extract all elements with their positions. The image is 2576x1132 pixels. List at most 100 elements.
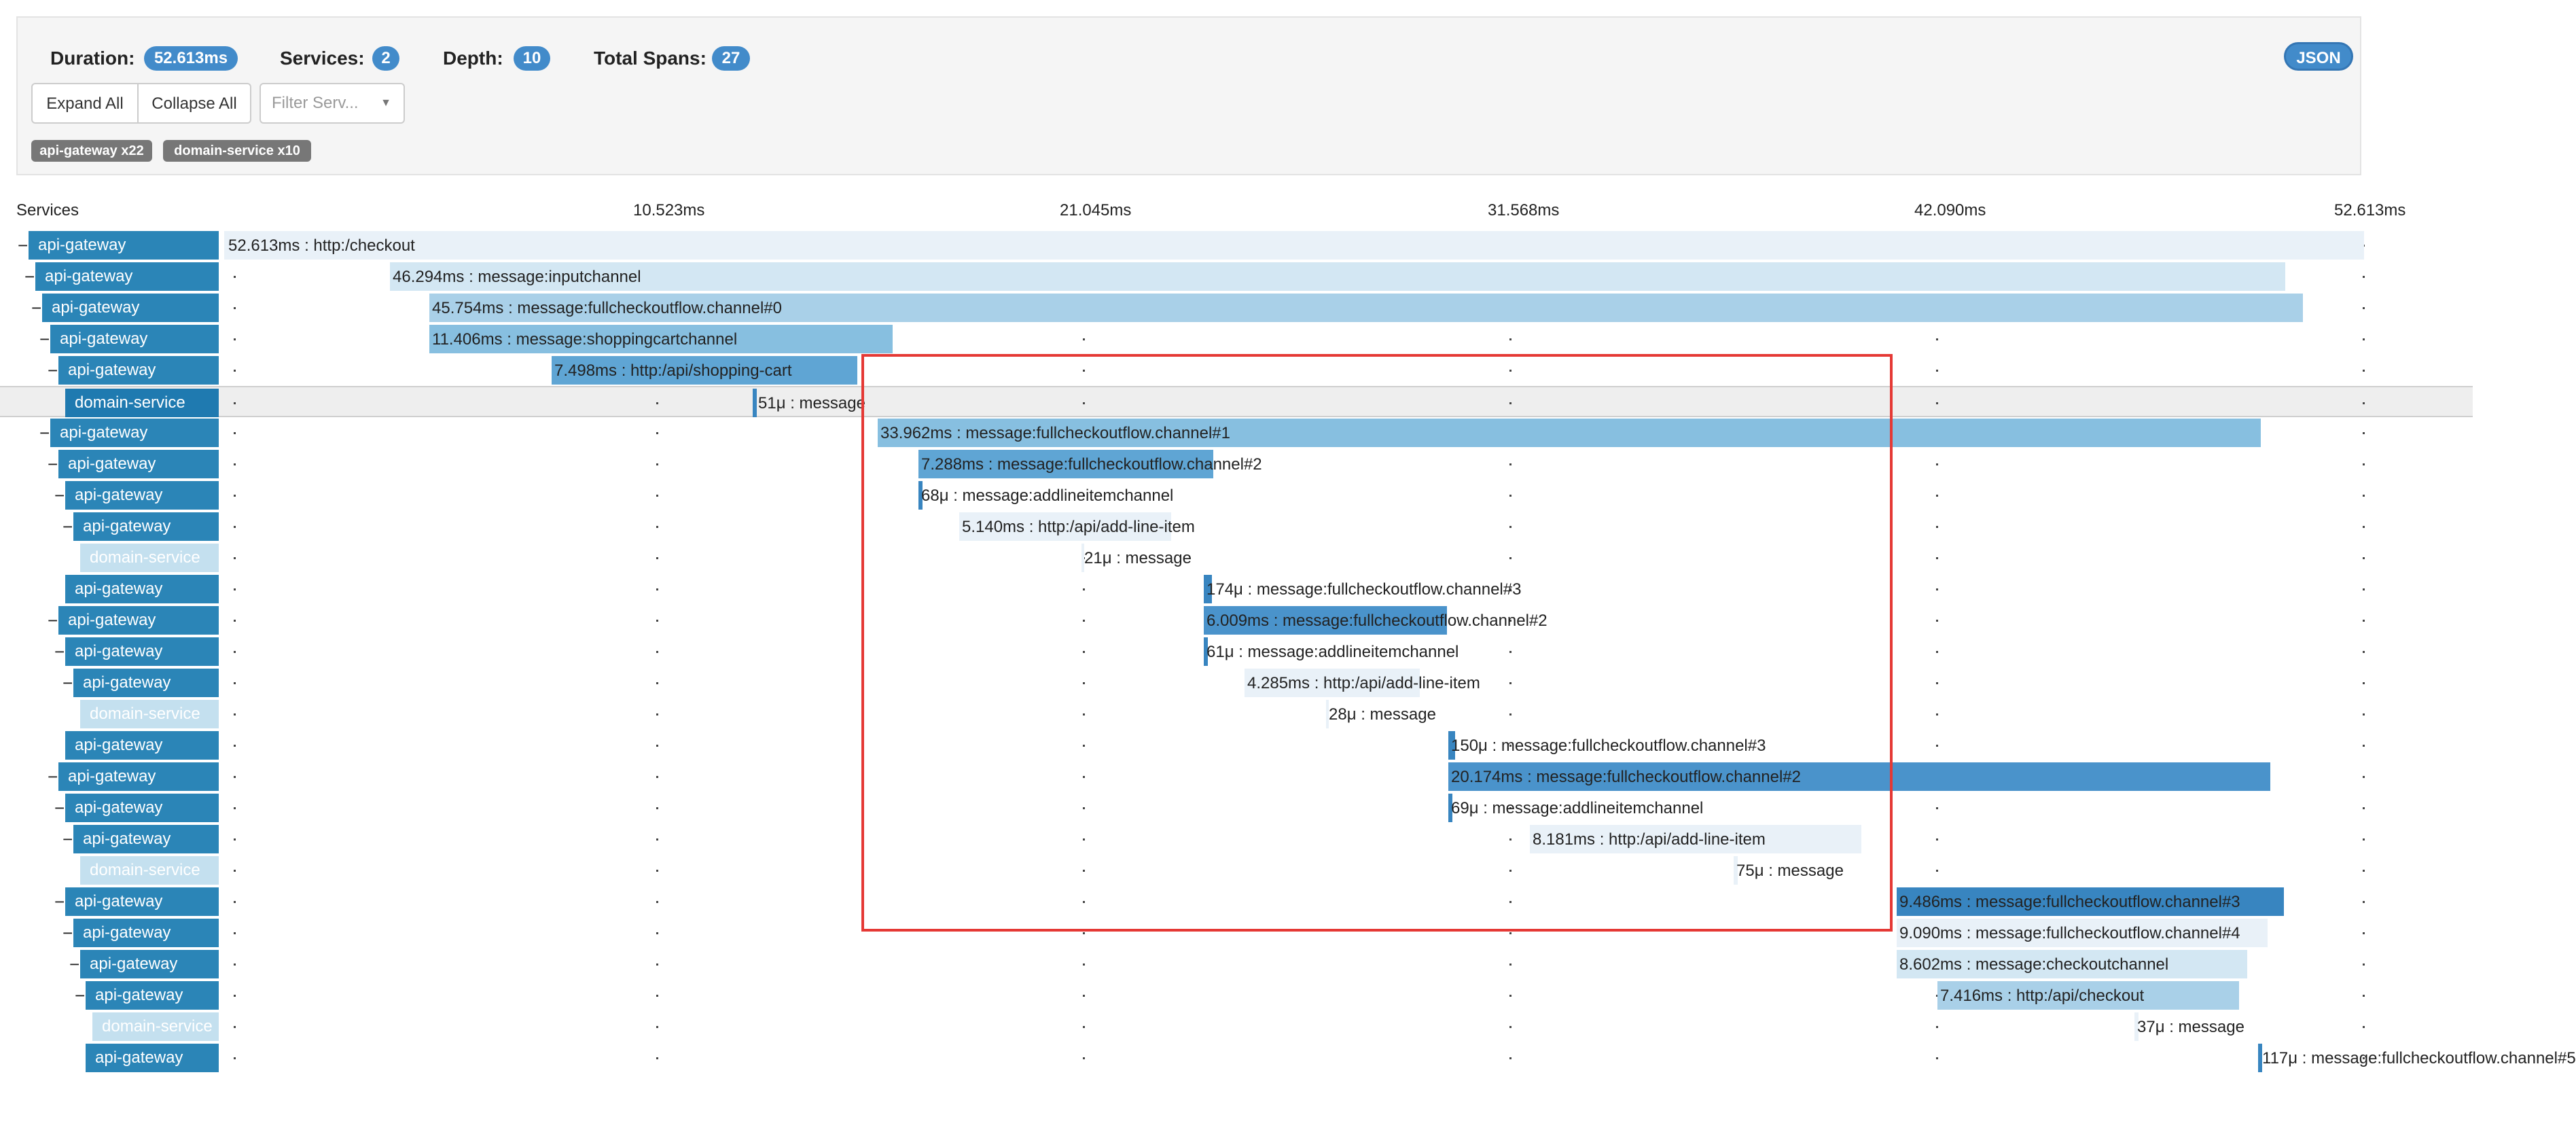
service-name: api-gateway [65, 731, 219, 760]
collapse-toggle-icon[interactable]: − [54, 891, 65, 912]
span-bar[interactable] [1448, 731, 1455, 760]
span-timeline-track: 8.602ms : message:checkoutchannel [224, 949, 2473, 980]
total-spans-badge: 27 [712, 46, 750, 71]
tick-dot [1083, 402, 1085, 404]
tick-dot [1083, 838, 1085, 841]
collapse-toggle-icon[interactable]: − [48, 454, 58, 474]
collapse-toggle-icon[interactable]: − [48, 766, 58, 787]
span-bar[interactable] [2134, 1012, 2139, 1041]
tick-dot [1936, 402, 1938, 404]
collapse-toggle-icon[interactable]: − [48, 610, 58, 631]
span-timeline-track: 9.486ms : message:fullcheckoutflow.chann… [224, 886, 2473, 917]
span-bar[interactable] [1326, 700, 1329, 728]
service-tag-api-gateway[interactable]: api-gateway x22 [31, 140, 152, 162]
collapse-toggle-icon[interactable]: − [24, 266, 35, 287]
span-bar[interactable] [224, 231, 2364, 260]
collapse-toggle-icon[interactable]: − [54, 641, 65, 662]
span-bar[interactable] [918, 481, 923, 510]
collapse-toggle-icon[interactable]: − [69, 954, 80, 974]
span-bar[interactable] [1204, 606, 1447, 635]
span-bar[interactable] [1897, 919, 2268, 947]
collapse-toggle-icon[interactable]: − [62, 516, 73, 537]
span-bar[interactable] [1897, 887, 2284, 916]
span-bar[interactable] [918, 450, 1213, 478]
span-bar[interactable] [552, 356, 857, 385]
span-timeline-track: 52.613ms : http:/checkout [224, 230, 2473, 261]
service-tag-domain-service[interactable]: domain-service x10 [163, 140, 311, 162]
span-bar[interactable] [1448, 762, 2270, 791]
tick-dot [1509, 526, 1511, 528]
collapse-toggle-icon[interactable]: − [62, 829, 73, 849]
collapse-toggle-icon[interactable]: − [75, 985, 86, 1006]
tick-dot [1083, 995, 1085, 997]
span-bar[interactable] [1204, 575, 1212, 603]
collapse-toggle-icon[interactable]: − [39, 329, 50, 349]
span-bar[interactable] [1081, 544, 1084, 572]
span-bar[interactable] [1937, 981, 2239, 1010]
collapse-toggle-icon[interactable]: − [62, 923, 73, 943]
span-timeline-track: 8.181ms : http:/api/add-line-item [224, 824, 2473, 855]
span-bar[interactable] [1245, 669, 1420, 697]
collapse-toggle-icon[interactable]: − [18, 235, 29, 255]
json-button[interactable]: JSON [2284, 42, 2353, 71]
tick-dot [234, 901, 236, 903]
tick-dot [1936, 557, 1938, 559]
span-bar[interactable] [429, 325, 893, 353]
span-bar[interactable] [1204, 637, 1208, 666]
span-bar[interactable] [1897, 950, 2247, 978]
tick-dot [656, 588, 658, 590]
span-timeline-track: 51μ : message [224, 387, 2473, 419]
span-bar[interactable] [2258, 1044, 2262, 1072]
collapse-toggle-icon[interactable]: − [54, 485, 65, 506]
collapse-all-button[interactable]: Collapse All [137, 83, 251, 124]
filter-services-select[interactable]: Filter Serv... ▼ [260, 83, 405, 124]
collapse-toggle-icon[interactable]: − [31, 298, 42, 318]
span-bar[interactable] [1448, 794, 1452, 822]
expand-all-button[interactable]: Expand All [31, 83, 139, 124]
span-bar[interactable] [1530, 825, 1861, 853]
span-label: 9.090ms : message:fullcheckoutflow.chann… [1899, 924, 2240, 942]
span-timeline-track: 20.174ms : message:fullcheckoutflow.chan… [224, 761, 2473, 792]
span-label: 21μ : message [1084, 549, 1192, 567]
collapse-toggle-icon[interactable]: − [54, 798, 65, 818]
span-bar[interactable] [1734, 856, 1738, 885]
span-bar[interactable] [878, 419, 2261, 447]
collapse-toggle-icon[interactable]: − [39, 423, 50, 443]
tick-dot [1509, 995, 1511, 997]
tick-dot [234, 838, 236, 841]
span-bar[interactable] [390, 262, 2285, 291]
collapse-toggle-icon[interactable]: − [48, 360, 58, 381]
span-bar[interactable] [753, 389, 757, 417]
collapse-toggle-icon[interactable]: − [62, 673, 73, 693]
span-timeline-track: 150μ : message:fullcheckoutflow.channel#… [224, 730, 2473, 761]
span-bar[interactable] [429, 294, 2303, 322]
span-bar[interactable] [959, 512, 1171, 541]
